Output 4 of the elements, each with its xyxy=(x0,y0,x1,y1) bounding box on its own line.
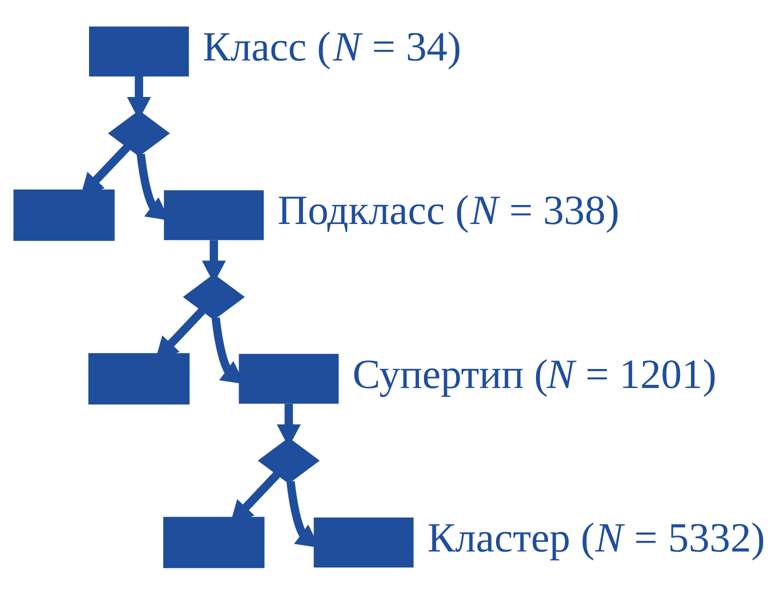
node-label: Кластер (N = 5332) xyxy=(427,514,766,561)
node-label: Подкласс (N = 338) xyxy=(278,187,620,234)
node-label: Супертип (N = 1201) xyxy=(352,350,716,397)
node-label: Класс (N = 34) xyxy=(202,24,462,70)
